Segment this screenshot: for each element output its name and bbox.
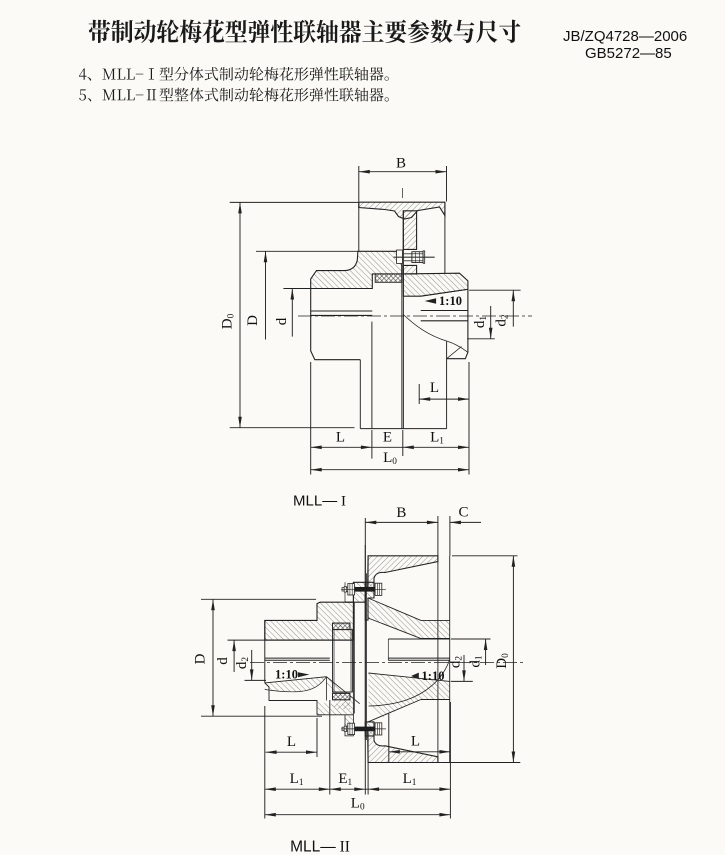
svg-text:1:10: 1:10 [275, 668, 298, 682]
svg-text:d1: d1 [472, 316, 489, 329]
svg-text:d1: d1 [468, 655, 485, 668]
svg-text:D0: D0 [220, 313, 237, 329]
svg-text:MLL— I: MLL— I [293, 493, 346, 510]
svg-text:d: d [215, 657, 231, 665]
svg-text:E: E [383, 430, 392, 446]
svg-text:L1: L1 [403, 771, 417, 788]
svg-text:D0: D0 [494, 653, 511, 669]
svg-text:1:10: 1:10 [422, 669, 445, 683]
svg-text:L: L [430, 380, 439, 396]
svg-text:C: C [458, 505, 468, 521]
svg-text:L1: L1 [290, 771, 304, 788]
svg-text:D: D [245, 315, 261, 326]
svg-text:L: L [336, 430, 345, 446]
svg-text:L0: L0 [351, 796, 365, 813]
svg-text:L1: L1 [430, 430, 444, 447]
svg-text:d: d [274, 317, 290, 325]
svg-text:JB/ZQ4728—2006: JB/ZQ4728—2006 [563, 28, 687, 45]
svg-text:B: B [396, 156, 406, 172]
svg-text:D: D [193, 653, 209, 664]
svg-text:B: B [396, 505, 406, 521]
svg-text:GB5272—85: GB5272—85 [585, 45, 672, 62]
svg-text:L0: L0 [383, 450, 397, 467]
svg-text:L: L [287, 734, 296, 750]
svg-text:L: L [411, 733, 420, 749]
svg-text:MLL— II: MLL— II [290, 839, 350, 855]
svg-text:1:10: 1:10 [439, 294, 462, 308]
svg-text:E1: E1 [338, 771, 352, 788]
svg-text:d2: d2 [234, 657, 251, 670]
